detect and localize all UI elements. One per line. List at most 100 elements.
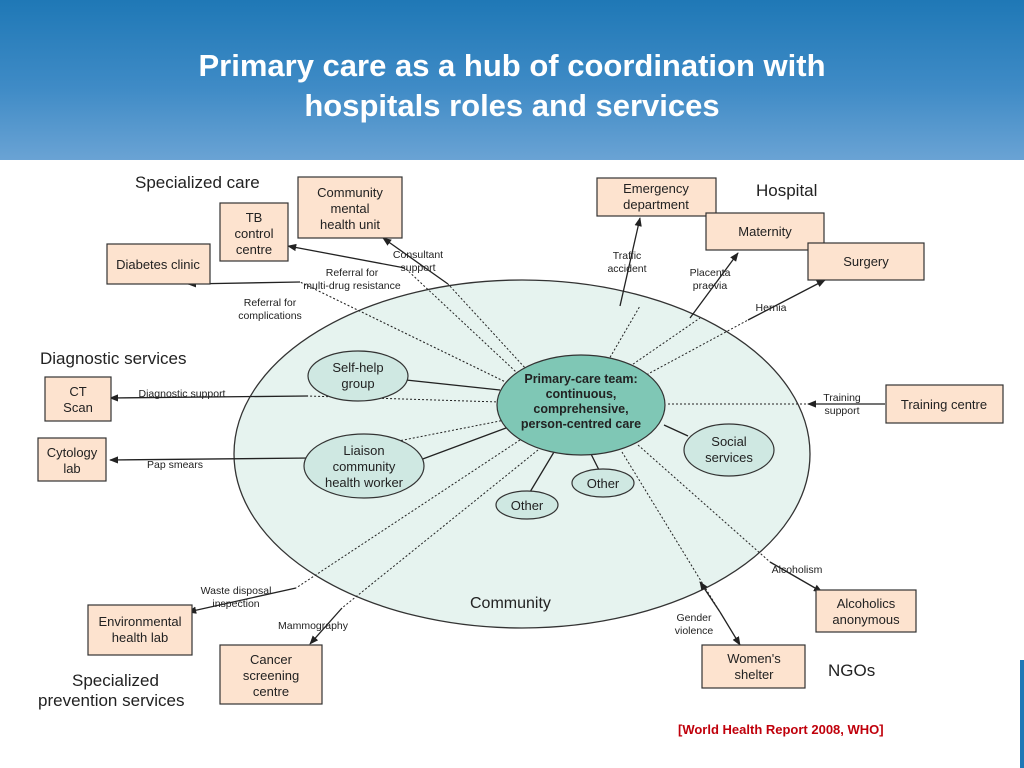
svg-text:health worker: health worker xyxy=(325,475,404,490)
title-line-2: hospitals roles and services xyxy=(304,88,720,123)
svg-text:inspection: inspection xyxy=(212,598,259,610)
svg-text:centre: centre xyxy=(253,684,289,699)
svg-text:violence: violence xyxy=(675,625,714,637)
svg-text:comprehensive,: comprehensive, xyxy=(533,402,628,416)
svg-text:Other: Other xyxy=(511,498,544,513)
label-mammography: Mammography xyxy=(278,620,349,632)
svg-text:Gender: Gender xyxy=(676,612,712,624)
svg-text:health lab: health lab xyxy=(112,630,168,645)
label-alcoholism: Alcoholism xyxy=(772,564,823,576)
svg-text:screening: screening xyxy=(243,668,299,683)
svg-text:shelter: shelter xyxy=(734,667,774,682)
svg-text:Consultant: Consultant xyxy=(393,249,443,261)
inner-connectors xyxy=(405,379,689,493)
svg-text:continuous,: continuous, xyxy=(546,387,617,401)
svg-text:Diabetes clinic: Diabetes clinic xyxy=(116,257,200,272)
svg-text:Alcoholics: Alcoholics xyxy=(837,596,896,611)
box-training-centre: Training centre xyxy=(885,384,1004,424)
svg-text:Emergency: Emergency xyxy=(623,181,689,196)
title-banner xyxy=(0,0,1024,160)
svg-text:support: support xyxy=(824,405,859,417)
svg-text:Women's: Women's xyxy=(727,651,781,666)
heading-ngos: NGOs xyxy=(828,661,875,680)
svg-text:Cancer: Cancer xyxy=(250,652,293,667)
oval-primary-care-team: Primary-care team: continuous, comprehen… xyxy=(496,354,666,456)
oval-self-help-group: Self-help group xyxy=(307,350,409,402)
svg-text:Cytology: Cytology xyxy=(47,445,98,460)
svg-text:lab: lab xyxy=(63,461,80,476)
box-cancer-screening-centre: Cancer screening centre xyxy=(219,644,323,705)
svg-text:Social: Social xyxy=(711,434,747,449)
heading-specialized-prevention: Specialized xyxy=(72,671,159,690)
svg-text:department: department xyxy=(623,197,689,212)
box-alcoholics-anonymous: Alcoholics anonymous xyxy=(815,589,917,633)
svg-text:Primary-care team:: Primary-care team: xyxy=(524,372,637,386)
svg-text:community: community xyxy=(333,459,396,474)
heading-hospital: Hospital xyxy=(756,181,817,200)
box-ct-scan: CT Scan xyxy=(44,376,112,422)
svg-text:centre: centre xyxy=(236,242,272,257)
box-diabetes-clinic: Diabetes clinic xyxy=(106,243,211,285)
svg-text:support: support xyxy=(400,262,435,274)
svg-text:multi-drug resistance: multi-drug resistance xyxy=(303,280,401,292)
box-womens-shelter: Women's shelter xyxy=(701,644,806,689)
svg-text:anonymous: anonymous xyxy=(832,612,900,627)
svg-text:Scan: Scan xyxy=(63,400,93,415)
label-referral-mdr: Referral for multi-drug resistance xyxy=(303,267,401,292)
heading-diagnostic-services: Diagnostic services xyxy=(40,349,186,368)
svg-text:CT: CT xyxy=(69,384,86,399)
box-cytology-lab: Cytology lab xyxy=(37,437,107,482)
svg-text:complications: complications xyxy=(238,310,302,322)
svg-text:praevia: praevia xyxy=(693,280,728,292)
label-traffic-accident: Traffic accident xyxy=(607,250,646,275)
svg-text:Traffic: Traffic xyxy=(613,250,642,262)
svg-text:mental: mental xyxy=(330,201,369,216)
label-consultant-support: Consultant support xyxy=(393,249,443,274)
oval-other-2: Other xyxy=(571,468,635,498)
decorative-strip xyxy=(1020,660,1024,768)
svg-text:TB: TB xyxy=(246,210,263,225)
label-pap-smears: Pap smears xyxy=(147,459,203,471)
heading-prevention-services: prevention services xyxy=(38,691,184,710)
label-waste-disposal: Waste disposal inspection xyxy=(201,585,272,610)
box-maternity: Maternity xyxy=(705,212,825,251)
box-surgery: Surgery xyxy=(807,242,925,281)
svg-text:health unit: health unit xyxy=(320,217,380,232)
solid-arrows xyxy=(109,217,885,646)
svg-text:Surgery: Surgery xyxy=(843,254,889,269)
svg-text:Liaison: Liaison xyxy=(343,443,384,458)
svg-text:Training: Training xyxy=(823,392,861,404)
oval-liaison-health-worker: Liaison community health worker xyxy=(303,433,425,499)
label-diagnostic-support: Diagnostic support xyxy=(139,388,226,400)
svg-text:control: control xyxy=(234,226,273,241)
heading-specialized-care: Specialized care xyxy=(135,173,260,192)
oval-social-services: Social services xyxy=(683,423,775,477)
svg-text:group: group xyxy=(341,376,374,391)
svg-text:Other: Other xyxy=(587,476,620,491)
box-emergency-department: Emergency department xyxy=(596,177,717,217)
svg-text:person-centred care: person-centred care xyxy=(521,417,641,431)
title-line-1: Primary care as a hub of coordination wi… xyxy=(198,48,826,83)
svg-text:services: services xyxy=(705,450,753,465)
box-tb-control-centre: TB control centre xyxy=(219,202,289,262)
svg-text:Maternity: Maternity xyxy=(738,224,792,239)
svg-text:Referral for: Referral for xyxy=(244,297,297,309)
oval-other-1: Other xyxy=(495,490,559,520)
heading-community: Community xyxy=(470,595,551,612)
svg-text:Self-help: Self-help xyxy=(332,360,383,375)
box-environmental-health-lab: Environmental health lab xyxy=(87,604,193,656)
box-community-mental-health: Community mental health unit xyxy=(297,176,403,239)
citation: [World Health Report 2008, WHO] xyxy=(678,722,884,737)
slide-title: Primary care as a hub of coordination wi… xyxy=(0,46,1024,126)
svg-text:Referral for: Referral for xyxy=(326,267,379,279)
label-gender-violence: Gender violence xyxy=(675,612,714,637)
svg-text:Community: Community xyxy=(317,185,383,200)
label-placenta-praevia: Placenta praevia xyxy=(690,267,731,292)
svg-text:Waste disposal: Waste disposal xyxy=(201,585,272,597)
label-hernia: Hernia xyxy=(756,302,787,314)
label-training-support: Training support xyxy=(823,392,861,417)
svg-text:Training centre: Training centre xyxy=(901,397,987,412)
svg-text:accident: accident xyxy=(607,263,646,275)
coordination-diagram: Specialized care Hospital Diagnostic ser… xyxy=(37,173,1004,710)
svg-text:Placenta: Placenta xyxy=(690,267,731,279)
